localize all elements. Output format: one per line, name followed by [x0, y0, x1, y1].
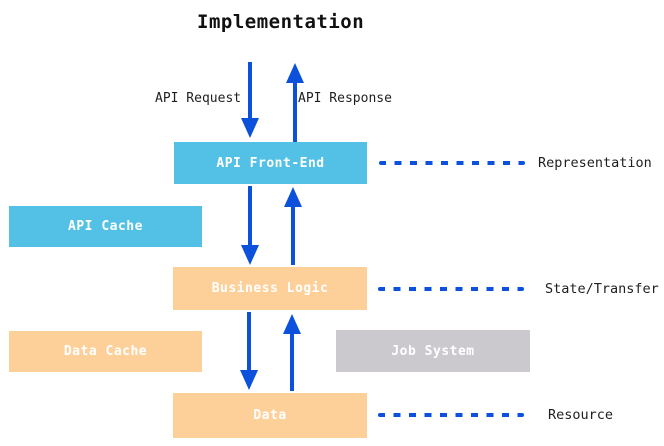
api-cache-box: API Cache [9, 206, 202, 247]
api-front-end-box-label: API Front-End [216, 155, 325, 171]
business-logic-box-label: Business Logic [211, 281, 329, 296]
data-box: Data [173, 393, 367, 438]
data-box-label: Data [253, 408, 287, 423]
data-cache-box: Data Cache [9, 331, 202, 372]
api-response-arrow-icon [293, 82, 297, 142]
api-request-arrow-icon [248, 62, 252, 119]
api-front-end-box: API Front-End [174, 142, 367, 184]
business-logic-box: Business Logic [173, 267, 367, 310]
representation-dashed-line [379, 161, 525, 165]
representation-layer-label: Representation [538, 155, 652, 171]
state-transfer-dashed-line [378, 287, 524, 291]
diagram-title: Implementation [197, 11, 365, 33]
api-cache-box-label: API Cache [68, 219, 143, 234]
data-cache-box-label: Data Cache [63, 344, 148, 359]
front-end-to-business-logic-arrow-icon [248, 186, 252, 246]
api-request-label: API Request [155, 91, 242, 106]
api-response-label: API Response [298, 91, 392, 106]
business-logic-to-front-end-arrow-icon [291, 206, 295, 265]
resource-layer-label: Resource [548, 407, 614, 423]
job-system-box: Job System [336, 330, 530, 372]
state-transfer-layer-label: State/Transfer [545, 281, 659, 297]
job-system-box-label: Job System [391, 343, 475, 359]
data-to-business-logic-arrow-icon [290, 333, 294, 391]
business-logic-to-data-arrow-icon [247, 312, 251, 371]
resource-dashed-line [378, 413, 524, 417]
